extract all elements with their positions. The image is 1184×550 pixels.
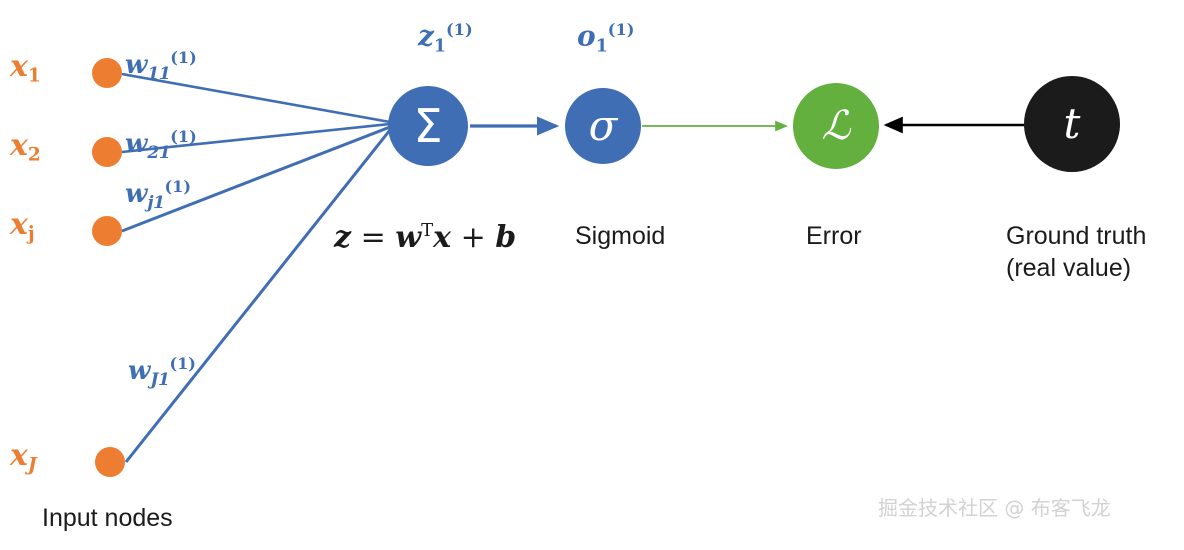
weight-wJ1-sup: (1)	[169, 354, 196, 373]
sigmoid-node[interactable]: σ	[565, 88, 641, 164]
sigmoid-output-label: o1(1)	[577, 19, 635, 57]
weight-w21-base: w	[125, 128, 148, 159]
weight-wj1-sup: (1)	[164, 177, 191, 196]
ground-truth-caption-line1: Ground truth	[1006, 222, 1147, 250]
input-label-xJ-base: x	[10, 438, 28, 473]
input-node-2[interactable]	[92, 137, 122, 167]
sigmoid-caption: Sigmoid	[575, 222, 666, 250]
edge-xj-to-sum	[121, 125, 391, 233]
ground-truth-node[interactable]: t	[1024, 76, 1120, 172]
o-label-sup: (1)	[607, 20, 635, 39]
weight-label-wj1: wj1(1)	[125, 177, 191, 213]
equation-equals: =	[360, 220, 386, 256]
weight-w11-sub: 11	[147, 63, 171, 84]
weight-wJ1-base: w	[128, 355, 151, 386]
weight-wj1-sub: j1	[147, 192, 165, 213]
weight-w21-sup: (1)	[170, 127, 197, 146]
input-label-xj-sub: j	[27, 223, 35, 245]
input-nodes-caption: Input nodes	[42, 504, 173, 532]
equation-x: x	[433, 220, 452, 256]
z-label-base: z	[418, 19, 434, 53]
ground-truth-caption: Ground truth (real value)	[1006, 224, 1146, 281]
watermark: 掘金技术社区 @ 布客飞龙	[878, 496, 1111, 520]
input-label-x2: x2	[10, 131, 41, 165]
weight-w11-base: w	[125, 49, 148, 80]
error-node[interactable]: ℒ	[793, 83, 879, 169]
input-label-xj: xj	[10, 210, 35, 244]
o-label-base: o	[577, 19, 596, 53]
error-caption: Error	[806, 222, 862, 250]
edge-x2-to-sum	[121, 122, 391, 154]
z-label-sub: 1	[433, 36, 446, 57]
ground-truth-caption-line2: (real value)	[1006, 254, 1132, 282]
edge-x1-to-sum	[121, 72, 391, 124]
sigma-icon: Σ	[413, 99, 443, 153]
input-node-1[interactable]	[92, 58, 122, 88]
input-node-j[interactable]	[92, 216, 122, 246]
summation-output-label: z1(1)	[418, 19, 473, 57]
weight-wJ1-sub: J1	[150, 369, 170, 390]
z-label-sup: (1)	[446, 20, 473, 39]
equation-z: z	[334, 220, 352, 256]
weight-label-w11: w11(1)	[125, 48, 197, 84]
input-label-x1-base: x	[10, 49, 28, 84]
o-label-sub: 1	[595, 36, 608, 57]
input-label-xJ-sub: J	[27, 454, 37, 476]
weight-label-wJ1: wJ1(1)	[128, 354, 196, 390]
input-label-xJ: xJ	[10, 441, 37, 475]
equation-w: w	[395, 220, 422, 256]
edge-xJ-to-sum	[124, 129, 392, 463]
weight-w21-sub: 21	[147, 142, 171, 163]
input-label-x2-sub: 2	[27, 144, 41, 166]
equation-b: b	[495, 220, 517, 256]
weight-w11-sup: (1)	[170, 48, 197, 67]
equation-plus: +	[460, 220, 486, 256]
sigma-lowercase-icon: σ	[588, 101, 618, 150]
equation-transpose: T	[421, 220, 434, 241]
target-t-icon: t	[1063, 99, 1081, 148]
input-node-J[interactable]	[95, 447, 125, 477]
input-label-xj-base: x	[10, 207, 28, 242]
input-label-x1: x1	[10, 52, 41, 86]
weight-label-w21: w21(1)	[125, 127, 197, 163]
weight-wj1-base: w	[125, 178, 148, 209]
input-label-x1-sub: 1	[27, 65, 41, 87]
script-l-icon: ℒ	[821, 103, 851, 149]
linear-equation: z = wTx + b	[334, 222, 516, 253]
summation-node[interactable]: Σ	[388, 86, 468, 166]
input-label-x2-base: x	[10, 128, 28, 163]
